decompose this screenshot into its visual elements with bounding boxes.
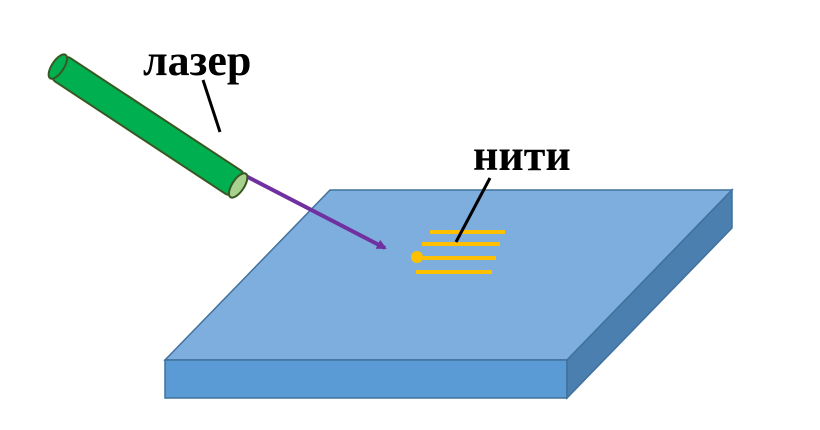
laser-label: лазер [143,36,251,85]
threads-label: нити [473,131,571,180]
thread-start-dot [411,251,423,263]
substrate-slab [165,190,732,398]
slab-top-face [165,190,732,360]
slab-front-face [165,360,567,398]
laser-leader-line [203,80,220,132]
